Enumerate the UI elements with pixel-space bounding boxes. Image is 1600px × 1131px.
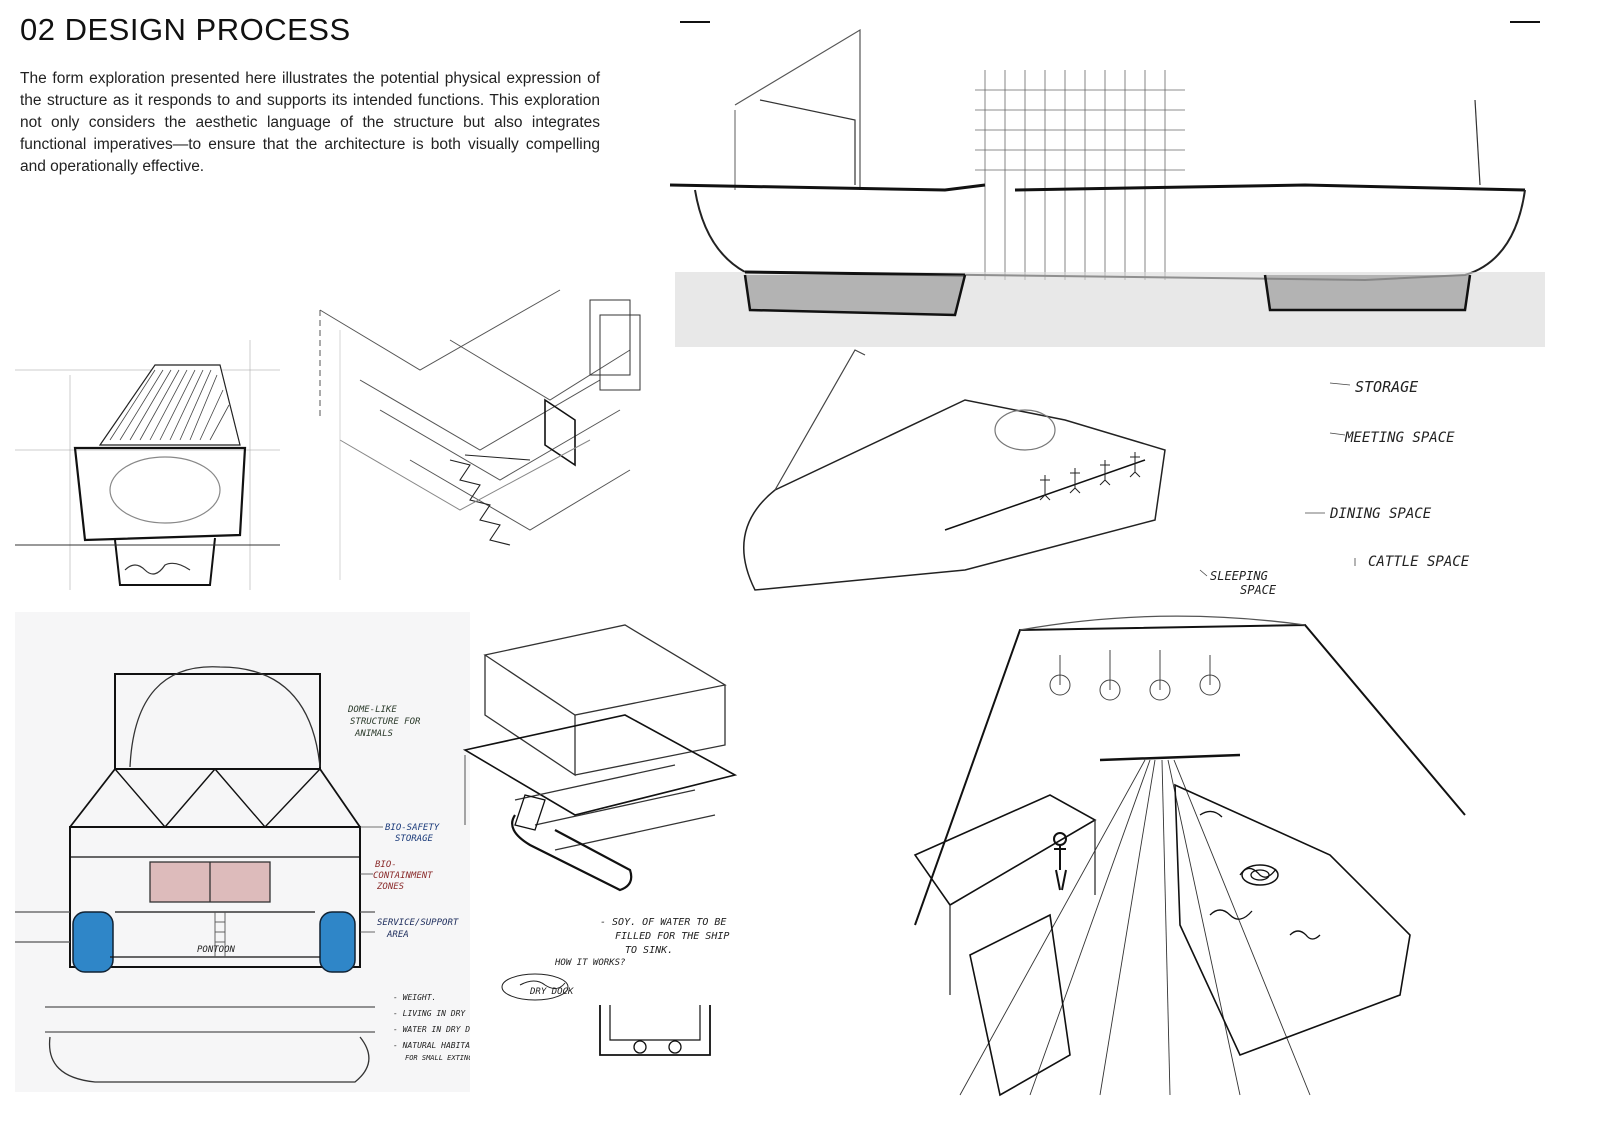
- note-natural-habitat: - NATURAL HABITAT.: [393, 1041, 470, 1050]
- note-living-dry-dock: - LIVING IN DRY DOCK: [393, 1009, 470, 1018]
- note-water-dry-dock: - WATER IN DRY DOCK: [393, 1025, 470, 1034]
- sketch-ship-section: STORAGE MEETING SPACE DINING SPACE CATTL…: [665, 10, 1560, 610]
- label-meeting-space: MEETING SPACE: [1344, 430, 1455, 446]
- label-dining-space: DINING SPACE: [1329, 506, 1432, 522]
- sketch-interior-perspective: [910, 615, 1470, 1100]
- label-sleeping-2: SPACE: [1240, 583, 1277, 597]
- note-weight: - WEIGHT.: [393, 993, 436, 1002]
- label-biocontainment-2: CONTAINMENT: [373, 871, 433, 881]
- label-cattle-space: CATTLE SPACE: [1368, 554, 1470, 570]
- sketch-axonometric-platform: DRY DOCK HOW IT WORKS? - SOY. OF WATER T…: [455, 615, 775, 1095]
- sketch-axonometric-stairs: [300, 280, 645, 590]
- note-water-1: - SOY. OF WATER TO BE: [600, 917, 726, 928]
- label-service-1: SERVICE/SUPPORT: [377, 918, 459, 928]
- label-storage: STORAGE: [1355, 378, 1418, 396]
- note-small-animals: FOR SMALL EXTINCT ANIMALS.: [405, 1054, 470, 1062]
- sketch-dome-section: DOME-LIKE STRUCTURE FOR ANIMALS BIO-SAFE…: [15, 612, 470, 1092]
- label-biocontainment-3: ZONES: [376, 882, 405, 892]
- label-dome-1: DOME-LIKE: [347, 705, 397, 715]
- label-biosafety-2: STORAGE: [395, 834, 434, 844]
- note-water-3: TO SINK.: [625, 945, 673, 956]
- note-water-2: FILLED FOR THE SHIP: [615, 931, 729, 942]
- label-biocontainment-1: BIO-: [375, 860, 397, 870]
- page-title: 02 DESIGN PROCESS: [20, 12, 351, 47]
- label-dome-2: STRUCTURE FOR: [350, 717, 421, 727]
- label-service-2: AREA: [386, 930, 409, 940]
- label-dome-3: ANIMALS: [354, 729, 394, 739]
- note-dry-dock-circled: DRY DOCK: [529, 987, 574, 997]
- sketch-small-section: [15, 300, 280, 595]
- label-sleeping-1: SLEEPING: [1210, 569, 1268, 583]
- note-how-it-works: HOW IT WORKS?: [554, 958, 625, 968]
- label-biosafety-1: BIO-SAFETY: [385, 823, 440, 833]
- label-pontoon: PONTOON: [197, 945, 236, 955]
- intro-paragraph: The form exploration presented here illu…: [20, 70, 600, 175]
